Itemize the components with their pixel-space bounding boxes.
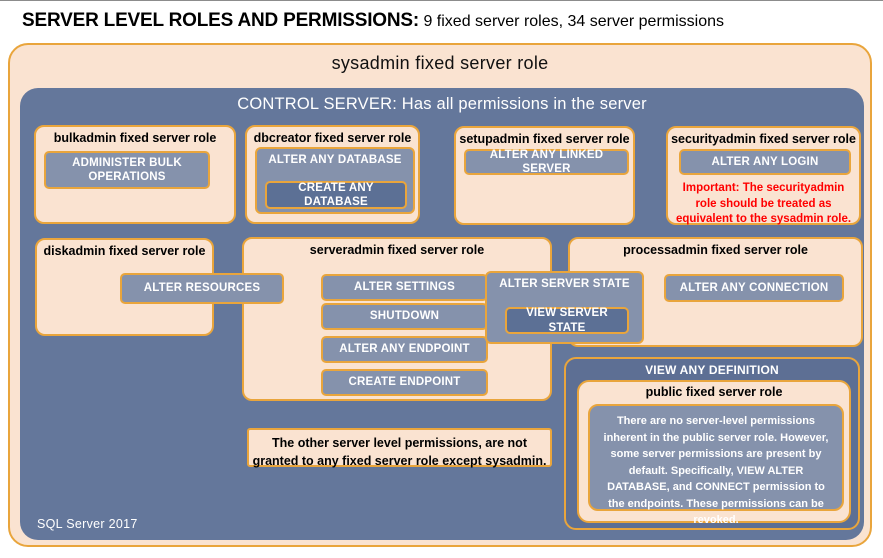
page-title-bold: SERVER LEVEL ROLES AND PERMISSIONS: [22, 10, 420, 31]
dbcreator-role-box: dbcreator fixed server role ALTER ANY DA… [245, 125, 420, 224]
permission-alter-any-connection: ALTER ANY CONNECTION [664, 274, 844, 302]
permission-alter-server-state-label: ALTER SERVER STATE [499, 278, 630, 290]
bulkadmin-role-title: bulkadmin fixed server role [53, 131, 217, 145]
securityadmin-role-box: securityadmin fixed server role ALTER AN… [666, 126, 861, 225]
setupadmin-role-box: setupadmin fixed server role ALTER ANY L… [454, 126, 635, 225]
sysadmin-role-box: sysadmin fixed server role CONTROL SERVE… [8, 43, 872, 547]
permission-shutdown: SHUTDOWN [321, 303, 488, 330]
public-role-title: public fixed server role [645, 385, 783, 399]
permission-alter-settings: ALTER SETTINGS [321, 274, 488, 301]
permission-alter-any-database: ALTER ANY DATABASE CREATE ANY DATABASE [255, 147, 415, 214]
serveradmin-role-title: serveradmin fixed server role [309, 243, 485, 257]
permission-administer-bulk-operations: ADMINISTER BULK OPERATIONS [44, 151, 210, 189]
processadmin-role-title: processadmin fixed server role [623, 243, 808, 257]
view-any-definition-box: VIEW ANY DEFINITION public fixed server … [564, 357, 860, 530]
permission-view-server-state: VIEW SERVER STATE [505, 307, 629, 334]
securityadmin-role-title: securityadmin fixed server role [671, 132, 856, 146]
control-server-title: CONTROL SERVER: Has all permissions in t… [237, 95, 647, 113]
permission-create-any-database: CREATE ANY DATABASE [265, 181, 407, 209]
permission-alter-any-login: ALTER ANY LOGIN [679, 149, 851, 175]
sysadmin-role-title: sysadmin fixed server role [331, 53, 549, 73]
permission-alter-any-linked-server: ALTER ANY LINKED SERVER [464, 149, 629, 175]
page-title-subtitle: 9 fixed server roles, 34 server permissi… [419, 13, 725, 30]
permission-alter-any-endpoint: ALTER ANY ENDPOINT [321, 336, 488, 363]
bulkadmin-role-box: bulkadmin fixed server role ADMINISTER B… [34, 125, 236, 224]
dbcreator-role-title: dbcreator fixed server role [253, 131, 412, 145]
view-any-definition-label: VIEW ANY DEFINITION [645, 363, 779, 377]
permission-alter-any-database-label: ALTER ANY DATABASE [268, 154, 402, 166]
other-permissions-note: The other server level permissions, are … [247, 428, 552, 468]
permission-alter-resources: ALTER RESOURCES [120, 273, 284, 304]
public-role-description: There are no server-level permissions in… [588, 404, 844, 526]
permission-alter-server-state: ALTER SERVER STATE VIEW SERVER STATE [485, 271, 644, 344]
securityadmin-warning-text: Important: The securityadmin role should… [675, 182, 852, 226]
control-server-box: CONTROL SERVER: Has all permissions in t… [20, 88, 864, 540]
sql-server-version-label: SQL Server 2017 [37, 517, 138, 531]
permission-create-endpoint: CREATE ENDPOINT [321, 369, 488, 396]
setupadmin-role-title: setupadmin fixed server role [459, 132, 630, 146]
page-title: SERVER LEVEL ROLES AND PERMISSIONS: 9 fi… [22, 10, 724, 32]
diskadmin-role-title: diskadmin fixed server role [43, 244, 206, 258]
public-role-box: public fixed server role There are no se… [577, 380, 851, 526]
